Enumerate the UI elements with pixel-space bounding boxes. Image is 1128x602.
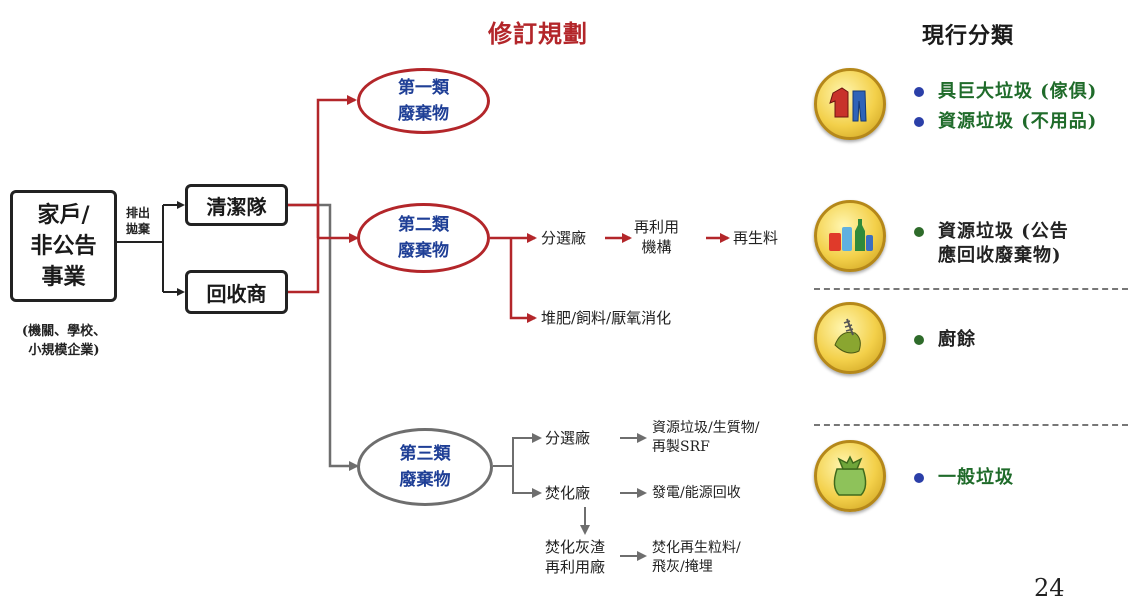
category-1-line1: 第一類 xyxy=(398,78,449,98)
household-note-line2: 小規模企業) xyxy=(28,343,100,358)
reuse-line2: 機構 xyxy=(641,238,672,256)
category-1-oval: 第一類 廢棄物 xyxy=(357,68,490,134)
cat3-power-recovery: 發電/能源回收 xyxy=(652,485,741,501)
cat2-reuse-institution: 再利用 機構 xyxy=(634,217,679,257)
resource-output-line2: 再製SRF xyxy=(652,439,710,455)
cat3-ash-reuse-plant: 焚化灰渣 再利用廠 xyxy=(545,537,605,577)
category-2-line1: 第二類 xyxy=(398,215,449,235)
household-label-line1: 家戶/ xyxy=(37,201,90,228)
current-classification-title: 現行分類 xyxy=(922,23,1015,49)
recycler-box: 回收商 xyxy=(185,270,288,314)
household-note: (機關、學校、 小規模企業) xyxy=(4,322,124,360)
ash-output-line2: 飛灰/掩埋 xyxy=(652,559,713,575)
bullet-dot xyxy=(914,87,924,97)
resource-announced-text: 資源垃圾 (公告 應回收廢棄物) xyxy=(938,220,1069,268)
kitchen-waste-text: 廚餘 xyxy=(938,329,976,350)
ash-plant-line2: 再利用廠 xyxy=(545,558,606,576)
category-1-line2: 廢棄物 xyxy=(398,104,449,124)
separator-dashed-2 xyxy=(814,424,1128,426)
bullet-dot xyxy=(914,227,924,237)
page-number: 24 xyxy=(1034,574,1065,602)
category-3-oval: 第三類 廢棄物 xyxy=(357,428,493,506)
category-3-line2: 廢棄物 xyxy=(399,470,451,490)
kitchen-waste-icon xyxy=(814,302,886,374)
bullet-dot xyxy=(914,335,924,345)
bullet-resource-unused: 資源垃圾 (不用品) xyxy=(914,110,1097,134)
bulky-waste-text: 具巨大垃圾 (傢俱) xyxy=(938,81,1098,102)
bottles-recyclables-icon xyxy=(814,200,886,272)
ash-output-line1: 焚化再生粒料/ xyxy=(652,540,741,556)
household-note-line1: (機關、學校、 xyxy=(21,324,107,339)
garbage-bag-icon xyxy=(814,440,886,512)
bullet-bulky-waste: 具巨大垃圾 (傢俱) xyxy=(914,80,1097,104)
revised-plan-title: 修訂規劃 xyxy=(488,19,588,48)
category-3-line1: 第三類 xyxy=(399,444,451,464)
bullet-resource-announced: 資源垃圾 (公告 應回收廢棄物) xyxy=(914,220,1069,268)
cat2-recycled-material: 再生料 xyxy=(733,229,779,247)
category-2-line2: 廢棄物 xyxy=(398,241,449,261)
discharge-label-line1: 排出 xyxy=(125,206,150,220)
ash-plant-line1: 焚化灰渣 xyxy=(545,538,606,556)
resource-announced-line1: 資源垃圾 (公告 xyxy=(938,221,1069,242)
bullet-kitchen-waste: 廚餘 xyxy=(914,328,976,352)
cat3-sorting-plant: 分選廠 xyxy=(545,429,591,447)
cat2-sorting-plant: 分選廠 xyxy=(541,229,587,247)
cat3-incinerator: 焚化廠 xyxy=(545,484,591,502)
discharge-label: 排出 拋棄 xyxy=(120,205,156,237)
separator-dashed-1 xyxy=(814,288,1128,290)
household-label-line3: 事業 xyxy=(41,263,86,290)
resource-unused-text: 資源垃圾 (不用品) xyxy=(938,111,1098,132)
resource-announced-line2: 應回收廢棄物) xyxy=(938,245,1062,266)
resource-output-line1: 資源垃圾/生質物/ xyxy=(652,420,760,436)
clothing-furniture-icon xyxy=(814,68,886,140)
bullet-dot xyxy=(914,473,924,483)
discharge-label-line2: 拋棄 xyxy=(125,222,150,236)
cat2-compost-feed: 堆肥/飼料/厭氧消化 xyxy=(541,309,672,327)
reuse-line1: 再利用 xyxy=(634,218,680,236)
bullet-general-waste: 一般垃圾 xyxy=(914,466,1014,490)
cat3-ash-output: 焚化再生粒料/ 飛灰/掩埋 xyxy=(652,539,741,577)
bullet-dot xyxy=(914,117,924,127)
household-source-box: 家戶/ 非公告 事業 xyxy=(10,190,117,302)
cleaning-team-box: 清潔隊 xyxy=(185,184,288,226)
cat3-resource-output: 資源垃圾/生質物/ 再製SRF xyxy=(652,419,759,457)
household-label-line2: 非公告 xyxy=(30,232,97,259)
category-2-oval: 第二類 廢棄物 xyxy=(357,203,490,273)
general-waste-text: 一般垃圾 xyxy=(938,467,1014,488)
